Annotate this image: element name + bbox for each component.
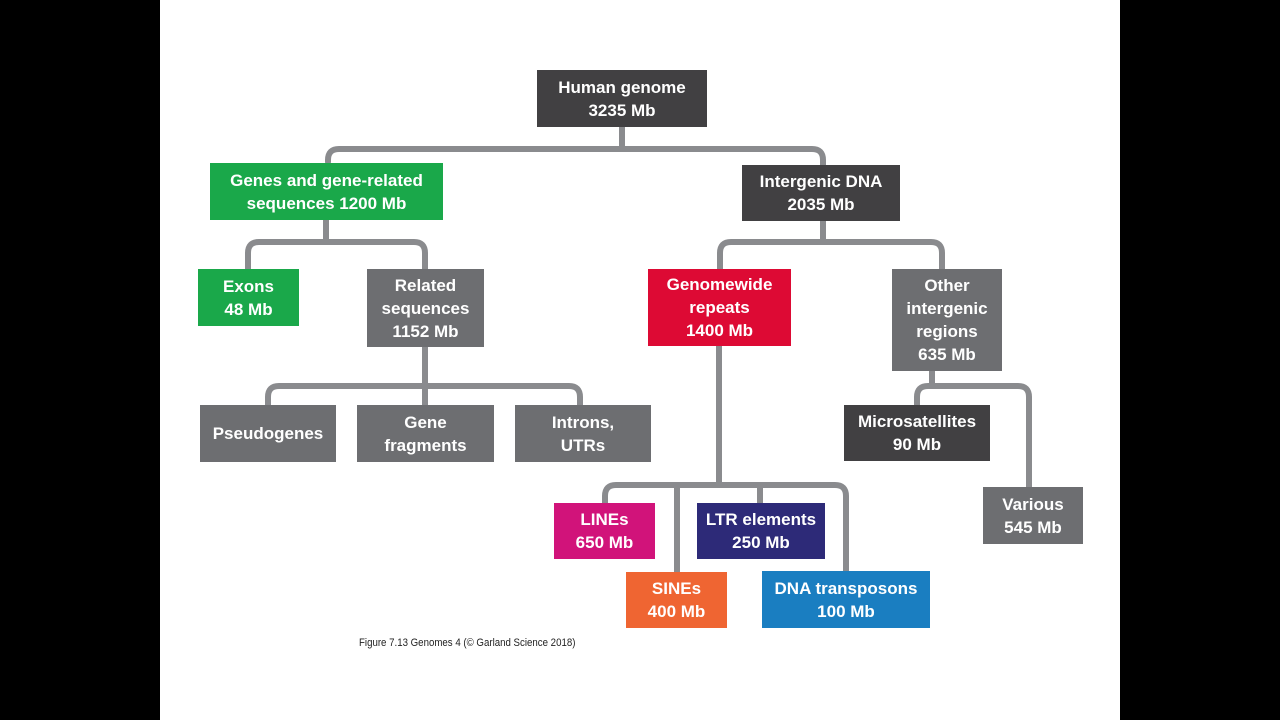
node-human-genome-line-1: Human genome <box>558 77 686 97</box>
node-intergenic-line-1: Intergenic DNA <box>759 172 883 191</box>
node-related-line-2: sequences <box>381 298 470 318</box>
node-related-sequences: Related sequences 1152 Mb <box>367 269 484 347</box>
node-other-line-1: Other <box>924 276 970 295</box>
node-sines-line-2: 400 Mb <box>647 602 706 621</box>
node-related-line-1: Related <box>394 275 457 295</box>
node-fragments-line-2: fragments <box>384 435 467 455</box>
node-genomewide-repeats: Genomewide repeats 1400 Mb <box>648 269 791 346</box>
node-microsatellites: Microsatellites 90 Mb <box>844 405 990 461</box>
node-lines: LINEs 650 Mb <box>554 503 655 559</box>
node-introns-utrs: Introns, UTRs <box>515 405 651 462</box>
connector-repeats <box>602 343 849 575</box>
node-human-genome: Human genome 3235 Mb <box>537 70 707 127</box>
node-ltr-line-1: LTR elements <box>705 510 817 529</box>
node-intergenic-line-2: 2035 Mb <box>787 195 855 214</box>
node-ltr-line-2: 250 Mb <box>732 533 790 552</box>
node-various-line-2: 545 Mb <box>1004 517 1062 537</box>
node-gene-fragments: Gene fragments <box>357 405 494 462</box>
node-microsatellites-line-1: Microsatellites <box>857 412 977 431</box>
connector-root <box>325 123 826 168</box>
node-fragments-line-1: Gene <box>404 412 447 432</box>
figure-caption: Figure 7.13 Genomes 4 (© Garland Science… <box>359 637 576 649</box>
connector-genes <box>245 216 428 272</box>
node-lines-line-1: LINEs <box>580 510 629 529</box>
node-sines-line-1: SINEs <box>651 579 702 598</box>
node-other-line-2: intergenic <box>906 299 988 318</box>
node-ltr-elements: LTR elements 250 Mb <box>697 503 825 559</box>
node-exons-line-2: 48 Mb <box>224 299 273 319</box>
node-exons-line-1: Exons <box>222 276 275 296</box>
node-exons: Exons 48 Mb <box>198 269 299 326</box>
node-various: Various 545 Mb <box>983 487 1083 544</box>
node-human-genome-line-2: 3235 Mb <box>588 100 656 120</box>
node-other-line-3: regions <box>916 322 978 341</box>
node-introns-line-1: Introns, <box>551 412 615 432</box>
node-dna-transposons-line-1: DNA transposons <box>774 578 918 598</box>
node-genes-line-1: Genes and gene-related <box>230 170 423 190</box>
node-sines: SINEs 400 Mb <box>626 572 727 628</box>
node-repeats-line-2: repeats <box>689 298 750 317</box>
node-related-line-3: 1152 Mb <box>392 321 459 341</box>
node-other-line-4: 635 Mb <box>918 345 976 364</box>
node-microsatellites-line-2: 90 Mb <box>892 435 942 454</box>
node-other-intergenic: Other intergenic regions 635 Mb <box>892 269 1002 371</box>
node-dna-transposons-line-2: 100 Mb <box>817 601 875 621</box>
node-genes-line-2: sequences 1200 Mb <box>246 193 407 213</box>
node-repeats-line-1: Genomewide <box>666 275 773 294</box>
node-pseudogenes-line-1: Pseudogenes <box>212 424 324 443</box>
connector-intergenic <box>717 217 945 272</box>
node-dna-transposons: DNA transposons 100 Mb <box>762 571 930 628</box>
node-introns-line-2: UTRs <box>560 435 606 455</box>
node-intergenic: Intergenic DNA 2035 Mb <box>742 165 900 221</box>
node-repeats-line-3: 1400 Mb <box>685 321 754 340</box>
node-genes: Genes and gene-related sequences 1200 Mb <box>210 163 443 220</box>
node-various-line-1: Various <box>1002 494 1064 514</box>
node-lines-line-2: 650 Mb <box>575 533 634 552</box>
slide: Human genome 3235 Mb Genes and gene-rela… <box>160 0 1120 720</box>
node-pseudogenes: Pseudogenes <box>200 405 336 462</box>
tree-connectors <box>245 123 1032 575</box>
connector-other <box>914 368 1032 490</box>
connector-related <box>265 344 583 408</box>
